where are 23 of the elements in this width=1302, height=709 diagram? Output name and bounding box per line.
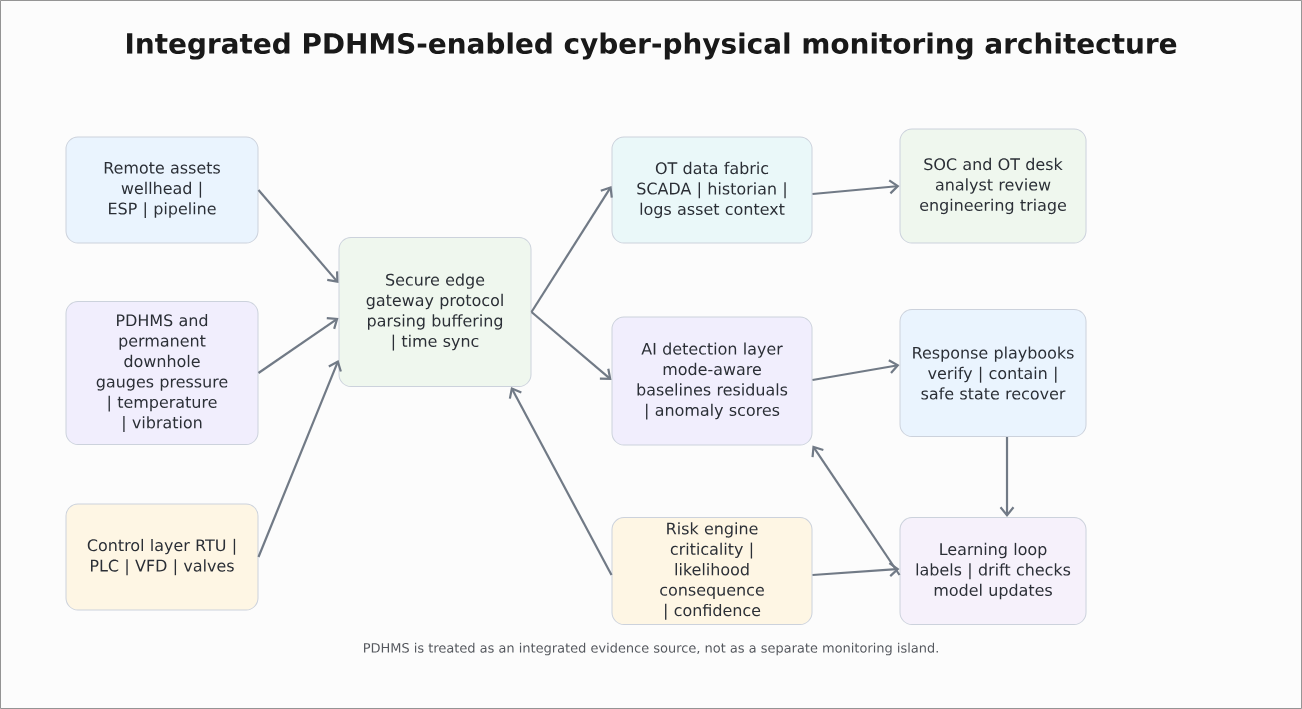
- arrow: [508, 387, 613, 576]
- process-box: Remote assets wellhead | ESP | pipeline: [65, 136, 259, 244]
- process-box: Secure edge gateway protocol parsing buffering | time sync: [338, 237, 532, 387]
- process-box: Learning loop labels | drift checks model updates: [899, 517, 1087, 625]
- arrow: [257, 189, 339, 283]
- arrow: [812, 179, 900, 196]
- process-box: SOC and OT desk analyst review engineering triage: [899, 128, 1087, 244]
- title: Integrated PDHMS-enabled cyber-physical monitoring architecture: [127, 32, 1177, 60]
- arrow: [257, 360, 342, 558]
- arrow: [812, 562, 900, 577]
- process-box: AI detection layer mode-aware baselines residuals | anomaly scores: [611, 316, 813, 446]
- arrow: [257, 317, 339, 374]
- caption: PDHMS is treated as an integrated evidence source, not as a separate monitoring island.: [364, 642, 938, 656]
- arrow: [811, 445, 901, 576]
- arrow: [530, 186, 613, 313]
- process-box: Control layer RTU | PLC | VFD | valves: [65, 503, 259, 611]
- process-box: PDHMS and permanent downhole gauges pressure | temperature | vibration: [65, 301, 259, 445]
- process-box: Response playbooks verify | contain | safe state recover: [899, 309, 1087, 437]
- process-box: OT data fabric SCADA | historian | logs asset context: [611, 136, 813, 244]
- process-box: Risk engine criticality | likelihood consequence | confidence: [611, 517, 813, 625]
- arrow: [999, 437, 1015, 517]
- arrow: [530, 311, 612, 380]
- arrow: [812, 359, 900, 382]
